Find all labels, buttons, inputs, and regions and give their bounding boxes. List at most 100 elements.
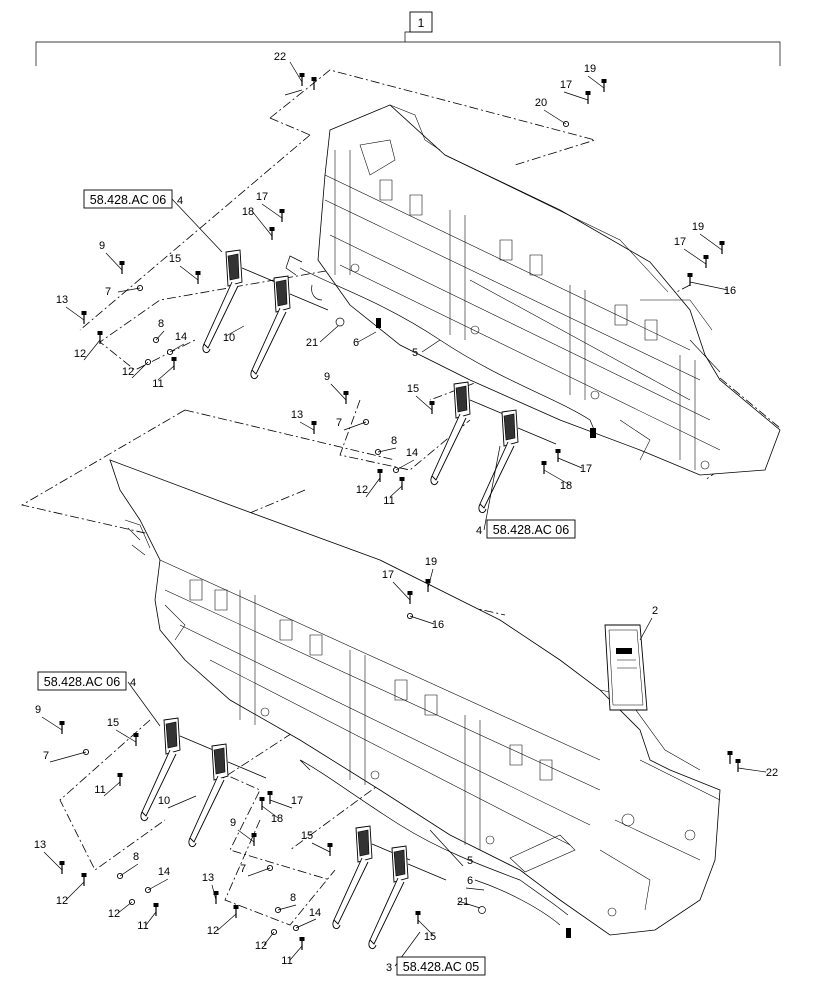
leader-line xyxy=(392,581,411,601)
callout-7: 7 xyxy=(336,417,342,429)
leader-line xyxy=(429,829,464,867)
bolt-head xyxy=(171,357,177,361)
assembly-bracket: 1 xyxy=(35,11,781,66)
callout-11: 11 xyxy=(137,920,148,932)
leader-line xyxy=(261,203,283,219)
callout-7: 7 xyxy=(43,750,49,762)
bolt-head xyxy=(541,461,547,465)
callout-9: 9 xyxy=(230,817,236,829)
skid-shoe-arms xyxy=(140,249,557,950)
callout-17: 17 xyxy=(674,236,686,248)
leader-line xyxy=(247,867,271,877)
leader-line xyxy=(289,945,303,961)
arm-rod xyxy=(517,427,557,445)
arm-tip xyxy=(332,919,341,930)
bolt-head xyxy=(327,843,333,847)
bolt-head xyxy=(213,891,219,895)
bolt-head xyxy=(267,791,273,795)
leader-line xyxy=(251,210,273,237)
callout-2: 2 xyxy=(652,605,658,617)
arm-rod xyxy=(227,761,267,779)
leader-line xyxy=(131,361,149,379)
leader-line xyxy=(417,919,435,937)
callout-13: 13 xyxy=(56,294,68,306)
bolt-head xyxy=(299,937,305,941)
callout-19: 19 xyxy=(692,221,704,233)
arm-shaft xyxy=(251,307,287,375)
arm-bracket-face xyxy=(455,385,468,413)
bolt-head xyxy=(585,91,591,95)
leader-line xyxy=(421,339,441,353)
callout-19: 19 xyxy=(425,556,437,568)
arm-rod xyxy=(179,735,219,753)
arm-tip xyxy=(368,939,377,950)
leader-line xyxy=(211,884,217,901)
lower-header-frame xyxy=(109,459,721,936)
arm-shaft xyxy=(369,877,405,945)
leader-line xyxy=(415,395,433,411)
leader-line xyxy=(563,91,589,101)
bolt-head xyxy=(251,833,257,837)
bolt-head xyxy=(81,873,87,877)
callout-12: 12 xyxy=(56,895,68,907)
skid-arm xyxy=(188,743,267,848)
callout-15: 15 xyxy=(169,253,181,265)
callout-21: 21 xyxy=(306,337,318,349)
callout-11: 11 xyxy=(152,378,163,390)
reference-code: 58.428.AC 06 xyxy=(44,675,120,689)
leader-line xyxy=(179,265,199,281)
callout-20: 20 xyxy=(535,97,547,109)
bolt-head xyxy=(119,261,125,265)
arm-tip xyxy=(188,837,197,848)
leader-line xyxy=(311,842,331,853)
callout-17: 17 xyxy=(382,569,394,581)
leader-line xyxy=(587,75,605,89)
reference-box xyxy=(486,519,576,539)
leader-line xyxy=(389,485,403,498)
leader-line xyxy=(377,447,397,453)
callout-7: 7 xyxy=(240,863,246,875)
leader-line xyxy=(543,469,571,486)
callout-16: 16 xyxy=(724,285,736,297)
arm-tip xyxy=(430,475,439,486)
callout-8: 8 xyxy=(290,892,296,904)
callout-18: 18 xyxy=(271,813,283,825)
leader-line xyxy=(169,343,185,353)
leader-line xyxy=(543,109,567,125)
leader-line xyxy=(157,365,175,381)
callout-17: 17 xyxy=(560,79,572,91)
bolt-head xyxy=(727,751,733,755)
leader-line xyxy=(284,89,303,96)
assembly-number: 1 xyxy=(418,16,425,30)
skid-arm xyxy=(140,717,219,822)
arm-tip xyxy=(250,369,259,380)
bolt-head xyxy=(415,911,421,915)
bolt-head xyxy=(703,255,709,259)
bolt-head xyxy=(399,477,405,481)
leader-line xyxy=(457,900,481,909)
arm-shaft xyxy=(479,441,515,509)
callout-13: 13 xyxy=(291,409,303,421)
leader-line xyxy=(330,383,347,401)
leader-line xyxy=(83,339,101,361)
callout-5: 5 xyxy=(412,347,418,359)
bolt-head xyxy=(425,579,431,583)
arm-tip xyxy=(202,343,211,354)
leader-line xyxy=(295,918,317,929)
leader-line xyxy=(395,459,415,471)
arm-tip xyxy=(140,811,149,822)
leader-line xyxy=(299,421,315,431)
callout-18: 18 xyxy=(560,480,572,492)
leader-line xyxy=(289,61,303,83)
reference-boxes: 58.428.AC 06 58.428.AC 06 58.428.AC 06 5… xyxy=(37,189,576,976)
callout-8: 8 xyxy=(133,851,139,863)
leader-line xyxy=(261,805,279,819)
leader-line xyxy=(319,325,339,343)
bolt-head xyxy=(259,797,265,801)
callout-11: 11 xyxy=(94,784,105,796)
leader-line xyxy=(737,767,767,773)
callout-13: 13 xyxy=(202,872,214,884)
callout-17: 17 xyxy=(256,191,268,203)
